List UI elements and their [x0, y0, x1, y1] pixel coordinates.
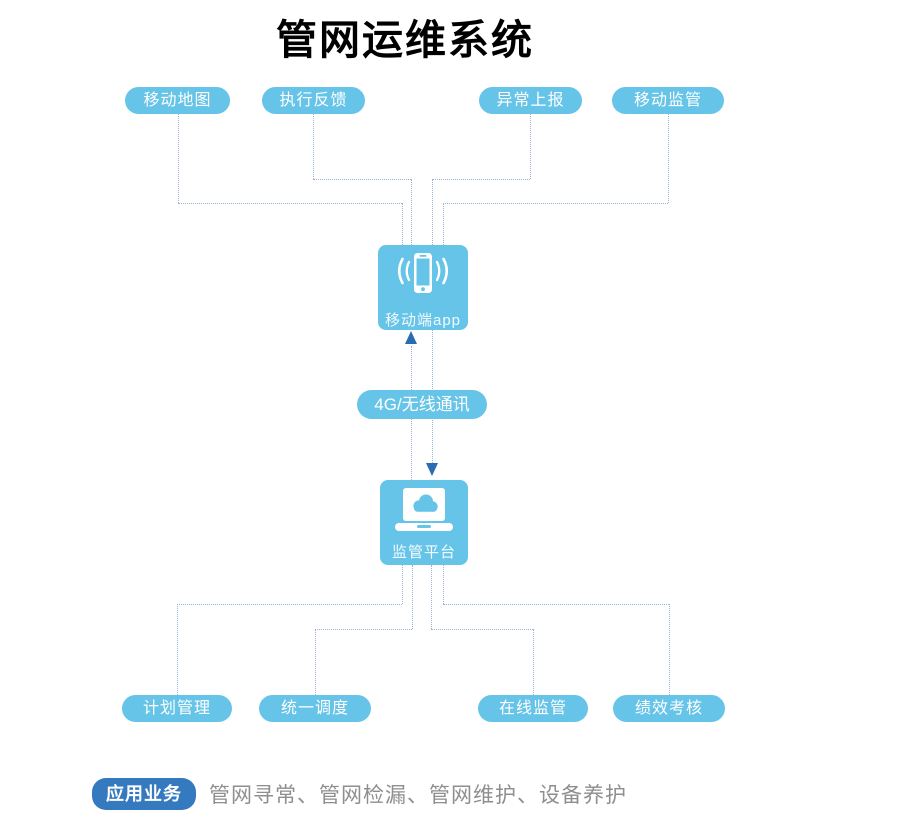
- node-execution-feedback: 执行反馈: [262, 87, 365, 114]
- mobile-app-box: 移动端app: [378, 245, 468, 330]
- connector-line: [443, 565, 444, 604]
- connector-line: [443, 203, 444, 245]
- laptop-cloud-icon: [392, 487, 456, 539]
- node-online-supervision: 在线监管: [478, 695, 588, 722]
- connector-line: [432, 179, 530, 180]
- connector-line: [411, 179, 412, 245]
- connector-line: [177, 604, 402, 605]
- connector-line: [402, 203, 403, 245]
- platform-label: 监管平台: [391, 544, 456, 561]
- connector-line: [669, 604, 670, 695]
- node-mobile-supervision: 移动监管: [612, 87, 724, 114]
- connector-line: [530, 113, 531, 179]
- connector-line: [668, 113, 669, 203]
- node-mobile-map: 移动地图: [125, 87, 230, 114]
- page-title: 管网运维系统: [276, 17, 534, 63]
- node-plan-management: 计划管理: [122, 695, 232, 722]
- connector-line: [313, 179, 411, 180]
- connector-line: [412, 565, 413, 629]
- up-arrow-icon: [405, 331, 417, 344]
- connector-line: [178, 203, 402, 204]
- platform-box: 监管平台: [380, 480, 468, 565]
- connector-line: [533, 629, 534, 695]
- connector-line: [178, 113, 179, 203]
- connector-line: [431, 565, 432, 629]
- node-performance-review: 绩效考核: [613, 695, 725, 722]
- mobile-app-label: 移动端app: [384, 312, 462, 329]
- node-exception-report: 异常上报: [479, 87, 582, 114]
- footer-items-text: 管网寻常、管网检漏、管网维护、设备养护: [209, 784, 627, 807]
- connector-line: [443, 203, 668, 204]
- connector-line: [443, 604, 669, 605]
- connector-line: [315, 629, 316, 695]
- connector-line: [315, 629, 412, 630]
- connector-line: [431, 629, 533, 630]
- down-arrow-icon: [426, 463, 438, 476]
- node-unified-dispatch: 统一调度: [259, 695, 371, 722]
- link-4g-wireless-label: 4G/无线通讯: [357, 390, 487, 419]
- smartphone-signal-icon: [391, 252, 455, 307]
- connector-line: [313, 113, 314, 179]
- connector-line: [177, 604, 178, 695]
- connector-line: [432, 179, 433, 245]
- footer-badge: 应用业务: [92, 778, 196, 810]
- connector-line: [402, 565, 403, 604]
- footer-application-business: 应用业务 管网寻常、管网检漏、管网维护、设备养护: [92, 778, 627, 810]
